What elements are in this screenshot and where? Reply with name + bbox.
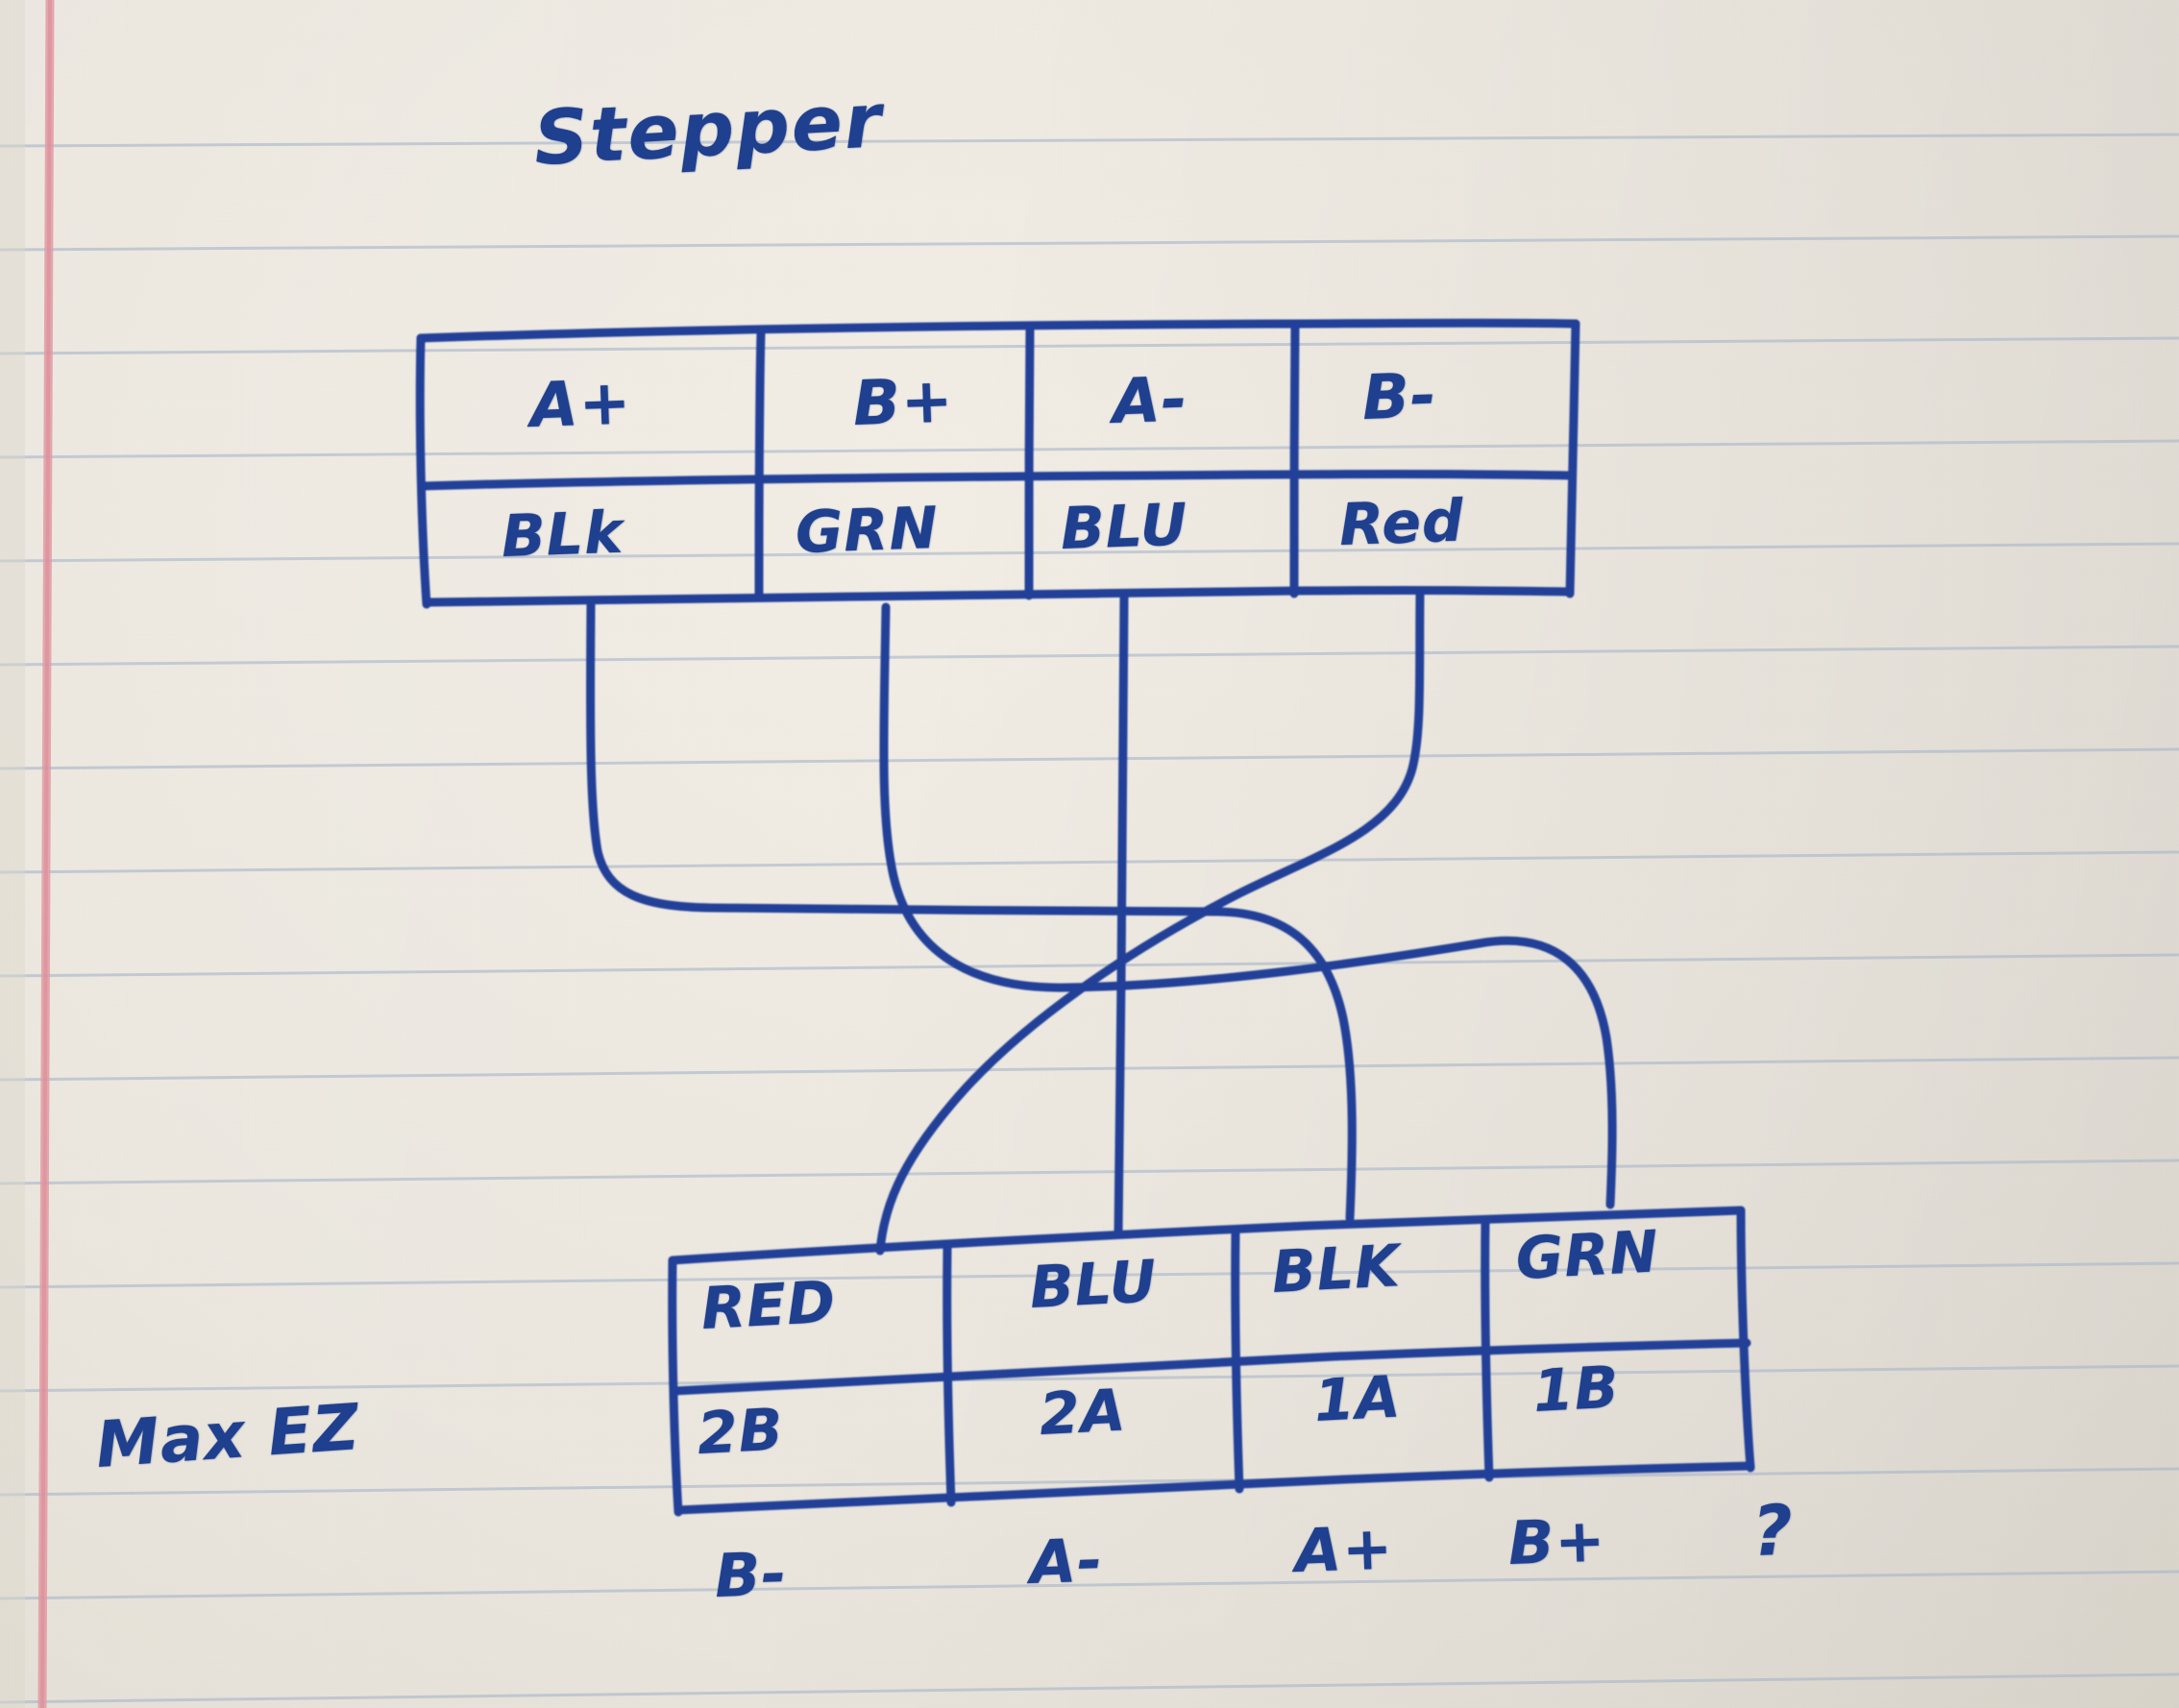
page-title: Stepper xyxy=(531,78,886,183)
motor-wire-color-blk: BLk xyxy=(500,499,625,571)
function-label-a-plus: A+ xyxy=(1293,1512,1395,1586)
wire-red-b-minus-to-2b xyxy=(875,589,1425,1256)
driver-wire-color-grn: GRN xyxy=(1514,1218,1661,1293)
driver-table-grid xyxy=(668,1206,1755,1517)
function-label-b-plus: B+ xyxy=(1506,1504,1607,1578)
driver-wire-color-red: RED xyxy=(699,1268,838,1343)
motor-table-grid xyxy=(415,318,1580,609)
motor-wire-color-blu: BLU xyxy=(1059,491,1189,563)
driver-terminal-1b: 1B xyxy=(1531,1354,1622,1426)
wire-grn-b-plus-to-1b xyxy=(879,602,1617,1209)
function-label-b-minus: B- xyxy=(713,1538,789,1611)
driver-terminal-1a: 1A xyxy=(1312,1363,1403,1435)
motor-header-a-minus: A- xyxy=(1111,364,1189,438)
motor-wire-color-red: Red xyxy=(1337,487,1466,559)
red-margin-line xyxy=(37,0,55,1708)
wire-blu-a-minus-to-2a xyxy=(1114,593,1129,1238)
driver-terminal-2a: 2A xyxy=(1038,1377,1128,1449)
driver-wire-color-blk: BLK xyxy=(1270,1232,1403,1306)
wire-bundle xyxy=(586,589,1617,1256)
motor-wire-color-grn: GRN xyxy=(794,494,940,567)
motor-header-a-plus: A+ xyxy=(528,367,633,442)
wire-blk-a-plus-to-1a xyxy=(586,600,1357,1223)
driver-wire-color-blu: BLU xyxy=(1028,1248,1160,1322)
function-label-a-minus: A- xyxy=(1028,1525,1104,1598)
question-mark-annotation: ? xyxy=(1751,1489,1796,1572)
motor-header-b-minus: B- xyxy=(1360,360,1438,434)
motor-header-b-plus: B+ xyxy=(851,365,955,440)
driver-terminal-2b: 2B xyxy=(696,1396,786,1468)
